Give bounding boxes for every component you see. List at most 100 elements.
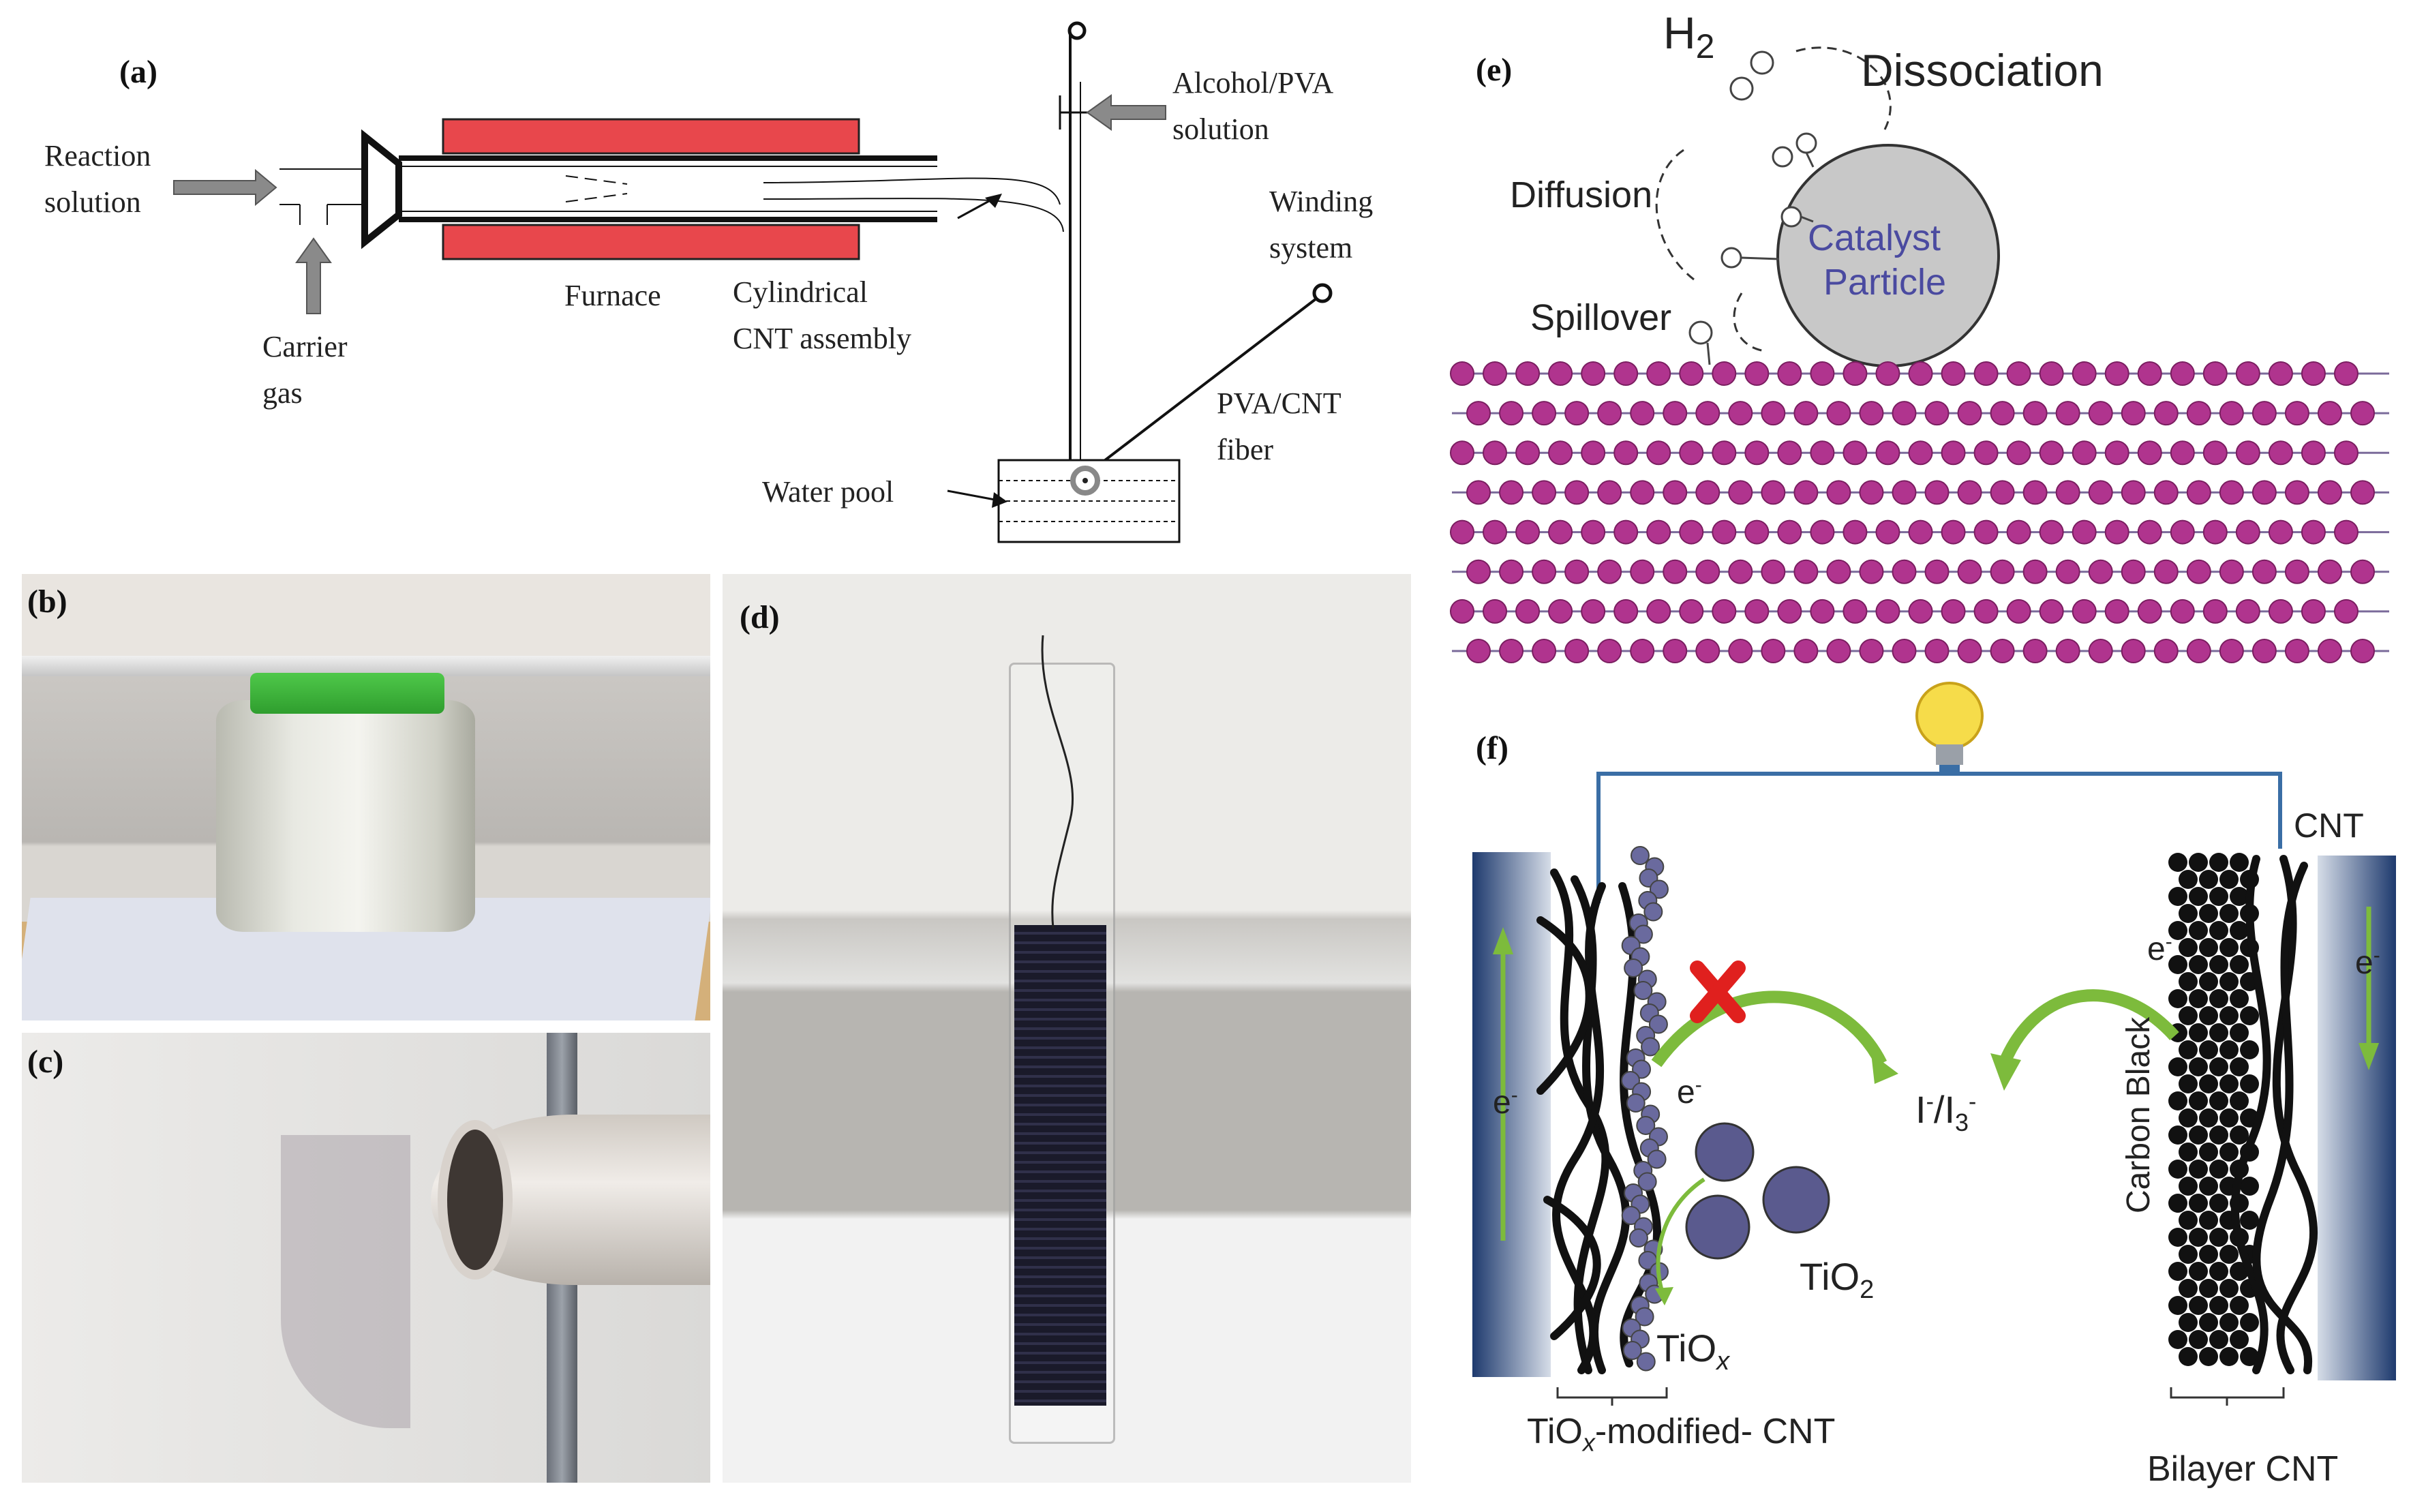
carrier-gas-arrow — [295, 237, 332, 314]
lattice-atom — [2088, 639, 2113, 663]
lattice-atom — [1744, 519, 1770, 545]
lattice-atom — [2317, 401, 2342, 426]
lattice-atom — [1450, 361, 1474, 386]
lattice-atom — [2104, 440, 2129, 466]
dissociation-label: Dissociation — [1861, 45, 2104, 95]
lattice-atom — [1483, 519, 1508, 545]
tiox-bead — [1641, 1037, 1661, 1057]
lattice-atom — [2251, 559, 2277, 584]
lattice-atom — [1646, 361, 1671, 386]
carbon-black-particle — [2179, 870, 2198, 889]
lattice-atom — [1826, 559, 1851, 584]
carbon-black-particle — [2240, 1347, 2259, 1366]
h2-label: H2 — [1663, 7, 1714, 66]
lattice-atom — [1466, 639, 1491, 663]
carbon-black-particle — [2168, 921, 2187, 940]
electron-mid-right-label: e- — [2147, 931, 2172, 967]
carbon-black-particle — [2179, 1040, 2198, 1059]
lattice-atom — [2039, 440, 2064, 466]
lattice-atom — [2072, 440, 2097, 466]
tio2-sphere-3 — [1685, 1194, 1750, 1260]
panel-a-label: (a) — [119, 54, 157, 90]
lattice-atom — [1761, 559, 1786, 584]
carbon-black-particle — [2240, 1177, 2259, 1196]
carbon-black-particle — [2219, 1006, 2239, 1025]
carbon-black-particle — [2219, 1040, 2239, 1059]
lattice-atom — [1597, 559, 1622, 584]
carbon-black-particle — [2230, 1296, 2249, 1315]
lattice-atom — [1744, 361, 1770, 386]
carbon-black-particle — [2230, 853, 2249, 872]
panel-b-photo — [22, 574, 710, 1020]
carbon-black-particle — [2219, 1313, 2239, 1332]
lattice-atom — [1450, 440, 1474, 466]
carbon-black-particle — [2189, 1160, 2208, 1179]
tiox-bead — [1633, 924, 1653, 944]
lattice-atom — [2202, 519, 2228, 545]
electron-right-label: e- — [2355, 944, 2380, 981]
carbon-black-particle — [2199, 904, 2218, 923]
lattice-atom — [1843, 440, 1868, 466]
winding-system-label: Winding system — [1269, 185, 1374, 265]
lattice-atom — [2170, 519, 2195, 545]
carbon-black-particle — [2219, 1143, 2239, 1162]
tiox-bead — [1633, 981, 1653, 1000]
lattice-atom — [1810, 519, 1835, 545]
electron-left-text: e — [1493, 1085, 1511, 1121]
carbon-black-particle — [2179, 904, 2198, 923]
carbon-black-particle — [2199, 870, 2218, 889]
carbon-black-particle — [2189, 1330, 2208, 1349]
lattice-atom — [1990, 401, 2015, 426]
lattice-atom — [1613, 519, 1639, 545]
spool-cap — [250, 673, 444, 714]
lattice-atom — [1499, 480, 1524, 505]
carbon-black-particle — [2168, 1194, 2187, 1213]
lattice-atom — [2121, 401, 2146, 426]
lattice-atom — [2268, 361, 2293, 386]
carbon-black-particle — [2199, 1313, 2218, 1332]
lattice-atom — [2219, 480, 2244, 505]
alcohol-arrow — [1086, 94, 1166, 131]
lattice-atom — [1630, 559, 1655, 584]
carbon-black-particle — [2168, 1296, 2187, 1315]
lattice-atom — [2301, 519, 2326, 545]
redox-sep-text: /I — [1933, 1088, 1956, 1131]
lattice-atom — [2055, 480, 2080, 505]
carbon-black-particle — [2209, 1296, 2228, 1315]
lattice-atom — [1581, 519, 1606, 545]
lattice-atom — [1532, 480, 1557, 505]
lattice-atom — [1793, 480, 1819, 505]
electron-mid-left-label: e- — [1677, 1074, 1702, 1110]
lattice-atom — [1875, 519, 1900, 545]
tiox-bead — [1628, 1228, 1648, 1248]
lattice-atom — [1663, 480, 1688, 505]
lattice-atom — [2170, 599, 2195, 624]
left-electrode — [1472, 852, 1551, 1377]
lattice-atom — [1515, 519, 1541, 545]
lattice-atom — [1679, 519, 1704, 545]
lattice-atom — [1777, 599, 1802, 624]
carbon-black-particle — [2209, 1262, 2228, 1281]
lattice-atom — [1663, 559, 1688, 584]
carbon-black-particle — [2199, 1245, 2218, 1264]
lattice-atom — [2055, 559, 2080, 584]
lattice-atom — [2284, 480, 2309, 505]
carbon-black-particle — [2230, 1330, 2249, 1349]
lattice-atom — [1957, 480, 1982, 505]
carbon-black-label: Carbon Black — [2121, 1016, 2157, 1213]
furnace-top-block — [442, 118, 860, 155]
pva-cnt-fiber-label: PVA/CNT fiber — [1217, 387, 1341, 467]
tio2-sphere-2 — [1762, 1166, 1830, 1234]
tio2-sub: 2 — [1860, 1275, 1875, 1305]
lattice-atom — [1679, 361, 1704, 386]
lattice-atom — [1990, 639, 2015, 663]
lattice-atom — [1630, 639, 1655, 663]
lattice-atom — [1826, 639, 1851, 663]
carbon-black-particle — [2209, 1194, 2228, 1213]
lattice-atom — [2121, 480, 2146, 505]
lattice-atom — [2104, 361, 2129, 386]
tiox-bead — [1622, 1341, 1642, 1360]
lattice-atom — [1892, 401, 1917, 426]
tiox-beads — [1621, 846, 1669, 1372]
lattice-atom — [2153, 559, 2179, 584]
